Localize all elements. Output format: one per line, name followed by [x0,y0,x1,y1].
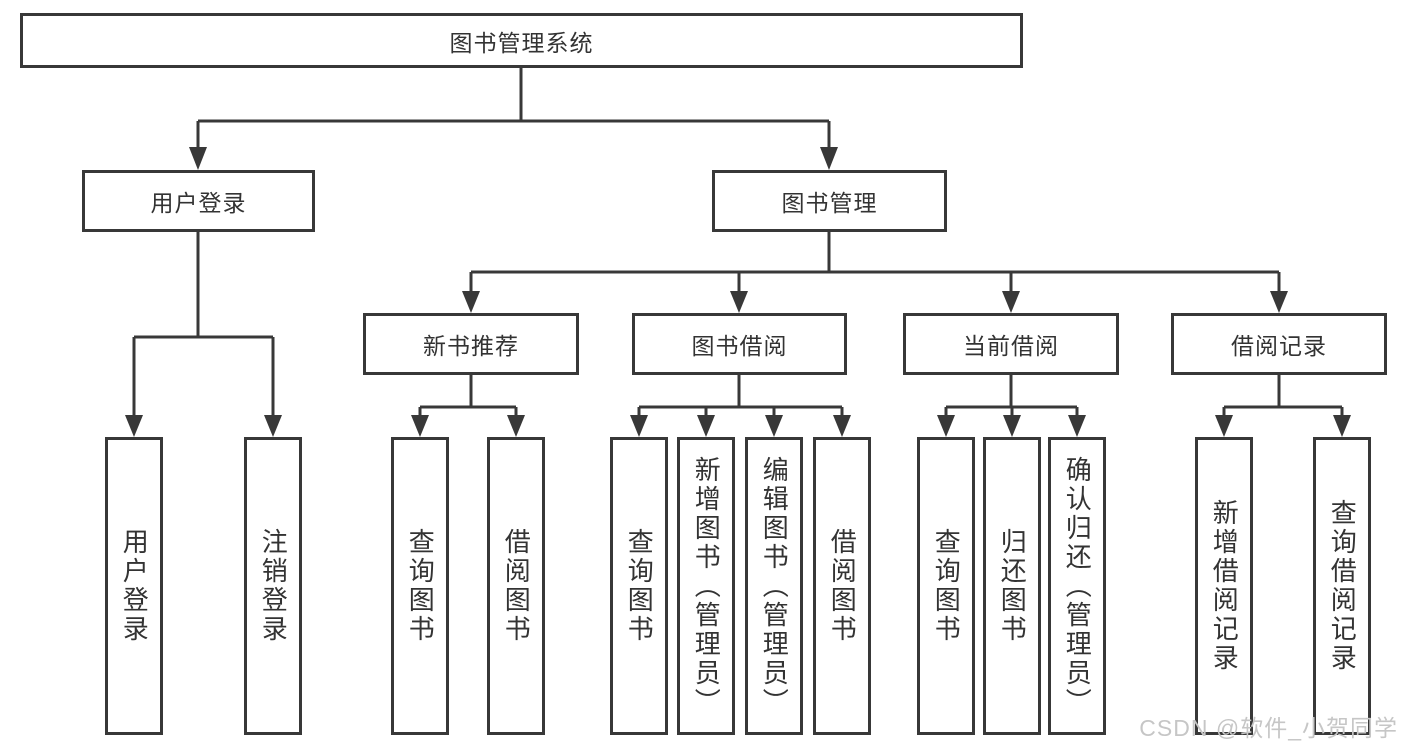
node-label: 新书推荐 [423,333,519,359]
node-label: 用户登录 [150,190,247,216]
node-add-books-admin: 新增图书（管理员） [677,437,735,735]
node-label: 编辑图书（管理员） [759,455,790,717]
node-confirm-return-admin: 确认归还（管理员） [1048,437,1106,735]
node-label: 确认归还（管理员） [1062,455,1093,717]
node-label: 新增图书（管理员） [691,455,722,717]
node-add-borrow-record: 新增借阅记录 [1195,437,1253,735]
node-return-books: 归还图书 [983,437,1041,735]
node-search-books-borrowing: 查询图书 [610,437,668,735]
node-library-management-system: 图书管理系统 [20,13,1023,68]
node-user-login: 用户登录 [82,170,315,232]
node-search-borrow-record: 查询借阅记录 [1313,437,1371,735]
node-book-management: 图书管理 [712,170,947,232]
node-borrowing-records: 借阅记录 [1171,313,1387,375]
node-label: 借阅图书 [501,528,532,644]
node-label: 借阅记录 [1231,333,1327,359]
node-new-book-recommendation: 新书推荐 [363,313,579,375]
node-label: 图书管理 [781,190,878,216]
node-borrow-books-recommend: 借阅图书 [487,437,545,735]
node-book-borrowing: 图书借阅 [632,313,847,375]
node-label: 图书管理系统 [449,29,594,56]
node-label: 查询图书 [624,528,655,644]
node-search-books-recommend: 查询图书 [391,437,449,735]
node-label: 用户登录 [119,528,150,644]
node-label: 注销登录 [258,528,289,644]
node-label: 图书借阅 [691,333,788,359]
node-label: 归还图书 [997,528,1028,644]
node-search-books-current: 查询图书 [917,437,975,735]
node-current-borrowing: 当前借阅 [903,313,1119,375]
node-user-login-action: 用户登录 [105,437,163,735]
node-label: 查询图书 [931,528,962,644]
node-label: 借阅图书 [827,528,858,644]
arrowhead-icons [125,147,1351,437]
node-edit-books-admin: 编辑图书（管理员） [745,437,803,735]
node-borrow-books-borrowing: 借阅图书 [813,437,871,735]
node-logout-action: 注销登录 [244,437,302,735]
node-label: 当前借阅 [963,333,1059,359]
node-label: 查询借阅记录 [1327,499,1358,673]
node-label: 新增借阅记录 [1209,499,1240,673]
node-label: 查询图书 [405,528,436,644]
